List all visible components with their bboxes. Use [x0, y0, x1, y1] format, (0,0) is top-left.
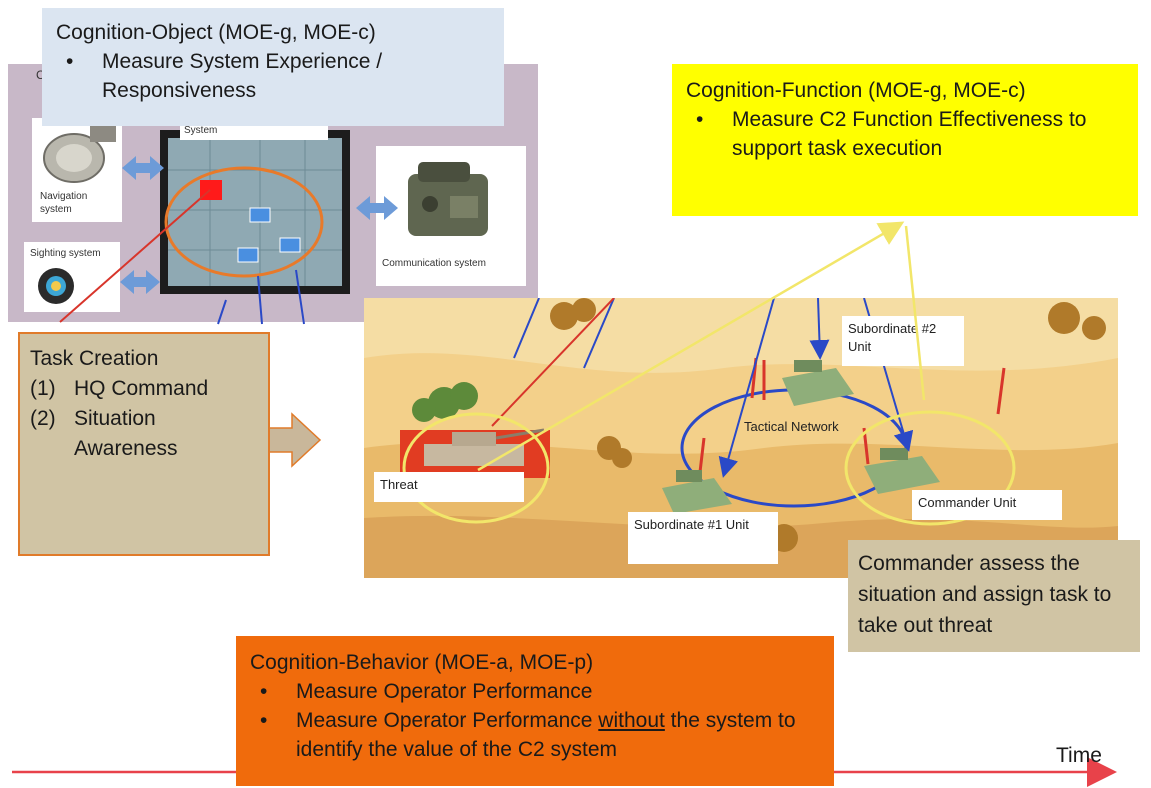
sighting-scope-icon	[38, 268, 74, 304]
subordinate2-vehicle	[782, 360, 854, 406]
cognition-object-box: Cognition-Object (MOE-g, MOE-c) • Measur…	[42, 8, 504, 126]
cognition-behavior-bullet-1: • Measure Operator Performance	[250, 677, 820, 706]
cognition-object-bullet-text: Measure System Experience / Responsivene…	[102, 50, 383, 102]
bullet-dot: •	[260, 709, 268, 732]
navigation-system-label: Navigation system	[40, 191, 88, 215]
subordinate1-label: Subordinate #1 Unit	[628, 512, 778, 564]
cognition-behavior-bullet-2: • Measure Operator Performance without t…	[250, 706, 820, 764]
cognition-behavior-title: Cognition-Behavior (MOE-a, MOE-p)	[250, 651, 594, 674]
comm-double-arrow	[356, 196, 398, 220]
panel-corner-letter: C	[36, 68, 45, 82]
task-creation-box: Task Creation (1) HQ Command (2) Situati…	[18, 332, 270, 556]
cognition-function-bullet: • Measure C2 Function Effectiveness to s…	[686, 105, 1124, 163]
communication-system-card: Communication system	[376, 146, 526, 286]
tactical-network-label: Tactical Network	[744, 419, 839, 434]
cognition-behavior-box: Cognition-Behavior (MOE-a, MOE-p) • Meas…	[236, 636, 834, 786]
bullet-dot: •	[696, 108, 704, 131]
cognition-object-title: Cognition-Object (MOE-g, MOE-c)	[56, 21, 376, 44]
communication-system-label: Communication system	[382, 258, 486, 269]
commander-assess-text: Commander assess the situation and assig…	[858, 552, 1112, 637]
task-item-1: (1) HQ Command	[30, 377, 209, 400]
subordinate2-label: Subordinate #2 Unit	[842, 316, 964, 366]
cognition-function-bullet-text: Measure C2 Function Effectiveness to sup…	[732, 108, 1087, 160]
cognition-function-title: Cognition-Function (MOE-g, MOE-c)	[686, 79, 1026, 102]
sighting-system-label: Sighting system	[30, 248, 101, 259]
sighting-system-card: Sighting system	[24, 242, 120, 312]
bullet-dot: •	[66, 50, 74, 73]
cognition-function-box: Cognition-Function (MOE-g, MOE-c) • Meas…	[672, 64, 1138, 216]
commander-assess-box: Commander assess the situation and assig…	[848, 540, 1140, 652]
navigation-device-icon	[43, 124, 116, 183]
sight-double-arrow	[120, 270, 160, 294]
subordinate1-vehicle	[662, 470, 732, 514]
time-label: Time	[1056, 744, 1102, 767]
threat-label: Threat	[374, 472, 524, 502]
bullet-dot: •	[260, 680, 268, 703]
radio-backpack-icon	[408, 162, 488, 236]
system-label: System	[180, 122, 328, 140]
task-item-2: (2) Situation Awareness	[30, 407, 178, 460]
task-creation-title: Task Creation	[30, 347, 159, 370]
commander-unit-label: Commander Unit	[912, 490, 1062, 520]
system-map	[160, 130, 350, 294]
navigation-system-card: Navigation system	[32, 118, 122, 222]
cognition-object-bullet: • Measure System Experience / Responsive…	[56, 47, 490, 105]
nav-double-arrow	[122, 156, 164, 180]
map-orange-ellipse	[164, 166, 324, 278]
